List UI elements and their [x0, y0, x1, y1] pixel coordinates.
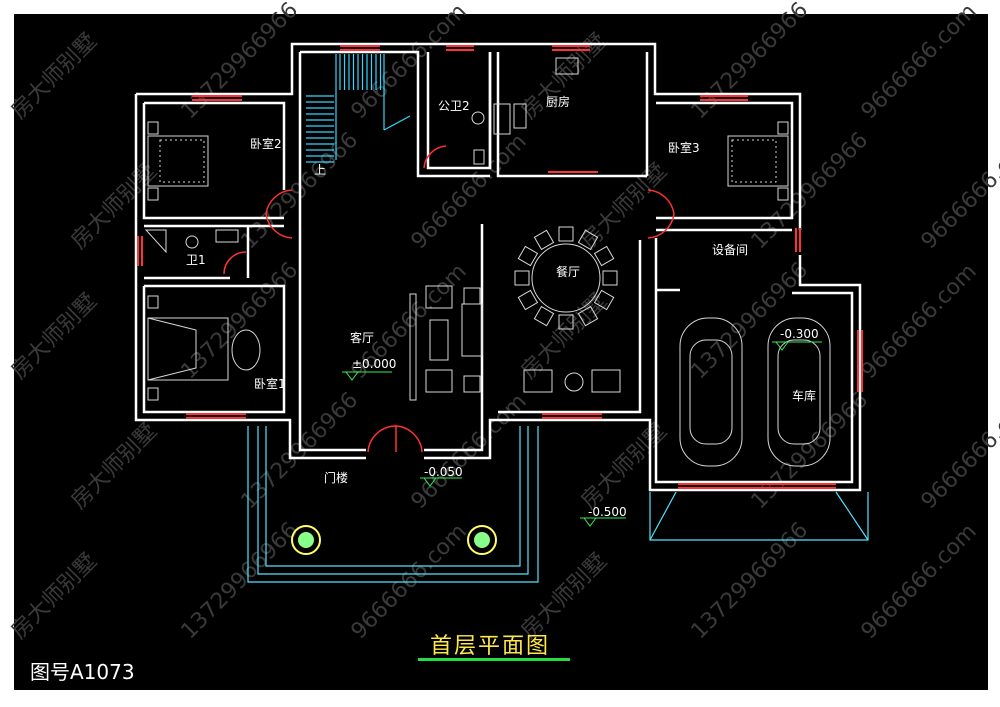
- dining-chair: [593, 289, 615, 311]
- elevation-labels: ±0.000 -0.050 -0.300 -0.500: [352, 327, 819, 519]
- label-equipment: 设备间: [712, 243, 748, 257]
- watermark-text: 房大师别墅: [7, 549, 102, 644]
- dining-chair: [602, 270, 618, 286]
- watermark-text: 9666666.com: [407, 129, 532, 254]
- drawing-number: 图号A1073: [30, 660, 135, 684]
- dining-chair: [533, 229, 555, 251]
- elevation-outside: -0.500: [588, 505, 627, 519]
- windows: [137, 45, 863, 489]
- watermark-text: 房大师别墅: [67, 419, 162, 514]
- label-living: 客厅: [350, 330, 374, 345]
- label-bedroom1: 卧室1: [254, 376, 286, 391]
- label-dining: 餐厅: [556, 264, 580, 279]
- dining-chair: [558, 226, 574, 242]
- elevation-garage: -0.300: [780, 327, 819, 341]
- dining-chair: [558, 314, 574, 330]
- watermark-text: 房大师别墅: [577, 419, 672, 514]
- watermark-text: 13729966966: [747, 128, 874, 255]
- dining-chair: [577, 229, 599, 251]
- watermark-text: 房大师别墅: [7, 289, 102, 384]
- porch-columns: [291, 525, 497, 555]
- watermark-text: 9666666.com: [857, 519, 982, 644]
- label-porch: 门楼: [324, 470, 348, 485]
- watermark-text: 13729966966: [687, 518, 814, 645]
- dining-chair: [517, 245, 539, 267]
- porch-outline: [247, 426, 869, 583]
- doors: [223, 145, 675, 453]
- dining-chair: [577, 305, 599, 327]
- label-public-bath2: 公卫2: [438, 99, 470, 113]
- staircase: [306, 54, 411, 163]
- dining-table: [514, 226, 618, 330]
- watermark-text: 13729966966: [687, 258, 814, 385]
- dining-chair: [593, 245, 615, 267]
- elevation-porch: -0.050: [424, 465, 463, 479]
- watermark-text: 13729966966: [747, 388, 874, 515]
- stair-tread: [383, 115, 411, 131]
- elevation-markers: [342, 341, 822, 527]
- dining-chair: [533, 305, 555, 327]
- drawing-title: 首层平面图: [430, 634, 551, 659]
- label-kitchen: 厨房: [546, 94, 570, 109]
- watermark-text: 9666666.com: [917, 129, 1000, 254]
- room-labels: 卧室2 卧室3 卧室1 卫1 公卫2 厨房 餐厅 客厅 设备间 车库 门楼 上: [186, 94, 816, 485]
- watermark-text: 9666666.com: [857, 0, 982, 124]
- watermark-text: 9666666.com: [857, 259, 982, 384]
- watermark-text: 13729966966: [687, 0, 814, 124]
- watermark-text: 9666666.com: [917, 389, 1000, 514]
- dining-chair: [514, 270, 530, 286]
- watermark-text: 9666666.com: [407, 389, 532, 514]
- watermark-text: 房大师别墅: [7, 29, 102, 124]
- elevation-living: ±0.000: [352, 357, 396, 371]
- label-bathroom1: 卫1: [186, 253, 206, 267]
- furniture: [144, 57, 831, 467]
- stair-up-mark: 上: [314, 163, 326, 177]
- walls: [134, 42, 862, 492]
- watermark-text: 房大师别墅: [577, 159, 672, 254]
- drawing-canvas: [14, 14, 988, 690]
- title-underline: [418, 658, 570, 661]
- watermark-text: 13729966966: [177, 518, 304, 645]
- label-bedroom2: 卧室2: [250, 136, 282, 151]
- label-garage: 车库: [792, 388, 816, 403]
- dining-chair: [517, 289, 539, 311]
- label-bedroom3: 卧室3: [668, 140, 700, 155]
